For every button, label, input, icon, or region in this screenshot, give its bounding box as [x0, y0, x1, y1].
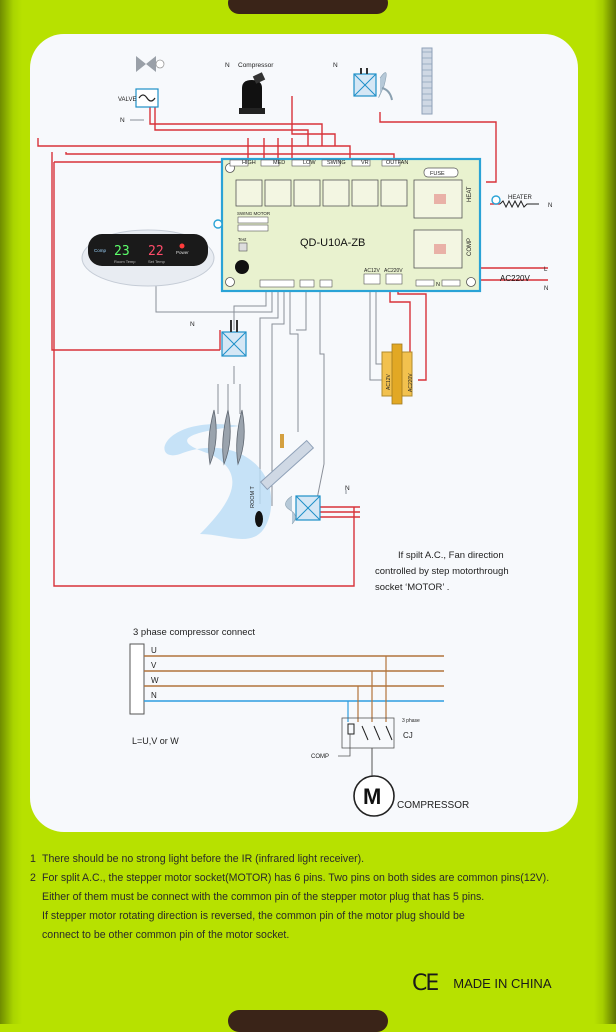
relay-terminals: [229, 159, 401, 167]
board-label-high: HIGH: [242, 160, 256, 166]
control-board: HIGH MED LOW SWING VR OUTFAN FUSE HEAT C…: [213, 157, 501, 293]
motor-letter: M: [363, 784, 381, 809]
comp-label: COMP: [467, 238, 473, 256]
note-2: 2 For split A.C., the stepper motor sock…: [30, 869, 600, 888]
phase-label-w: W: [151, 676, 159, 685]
valve-assembly: VALVE N: [118, 56, 165, 124]
note-1-number: 1: [30, 853, 36, 865]
board-label-outfan: OUTFAN: [386, 160, 408, 166]
fuse-label: FUSE: [430, 171, 445, 177]
transformer-ac12v-label: AC12V: [386, 373, 392, 390]
airflow-arrow: [164, 424, 272, 539]
board-ac220v-label: AC220V: [384, 268, 403, 274]
mains-n-label: N: [544, 286, 548, 292]
indoor-fan-motor: N: [190, 320, 247, 357]
test-label: Test: [238, 237, 247, 242]
remote-set-temp: 22: [148, 244, 164, 259]
evaporator-coil: [259, 439, 315, 491]
note-2-line-1: For split A.C., the stepper motor socket…: [42, 872, 550, 884]
box-hang-slot-top: [228, 0, 388, 14]
valve-n-label: N: [120, 117, 125, 124]
swing-louvers: [208, 409, 245, 466]
box-edge-left: [0, 0, 22, 1024]
outdoor-fan-motor: N: [333, 62, 393, 101]
three-phase-title: 3 phase compressor connect: [133, 627, 255, 638]
grey-wires: [130, 119, 382, 506]
room-temp-sensor: ROOM T: [250, 434, 284, 527]
relay-row: [235, 179, 408, 207]
notes-block: 1 There should be no strong light before…: [30, 850, 600, 945]
note-1-text: There should be no strong light before t…: [42, 853, 365, 865]
ce-mark: CE: [412, 971, 439, 996]
remote-set-temp-label: Set Temp: [148, 259, 166, 264]
remote-room-temp: 23: [114, 244, 130, 259]
three-phase-diagram: 3 phase compressor connect U V W N 3 pha…: [129, 627, 469, 817]
compressor-top-label: Compressor: [238, 62, 274, 69]
valve-label: VALVE: [118, 97, 136, 103]
note-2-line-4: connect to be other common pin of the mo…: [42, 929, 290, 941]
footer: CE MADE IN CHINA: [412, 971, 552, 996]
swing-motor-label: SWING MOTOR: [237, 211, 271, 216]
room-t-label: ROOM T: [250, 485, 256, 508]
board-label-med: MED: [273, 160, 285, 166]
l-equals-label: L=U,V or W: [132, 736, 179, 746]
board-label-vr: VR: [361, 160, 369, 166]
remote-room-temp-label: Room Temp: [114, 259, 136, 264]
mains-l-label: L: [544, 267, 548, 273]
remote-display: Comp 23 22 Power Room Temp Set Temp: [81, 229, 215, 287]
split-note-line-2: controlled by step motorthrough: [375, 566, 509, 577]
board-label-swing: SWING: [327, 160, 346, 166]
transformer-ac220v-label: AC220V: [408, 373, 414, 392]
heater-n-label: N: [548, 203, 552, 209]
compressor-top: N Compressor: [225, 62, 274, 114]
note-1: 1 There should be no strong light before…: [30, 850, 600, 869]
board-model-label: QD-U10A-ZB: [300, 237, 365, 249]
transformer: AC12V AC220V: [381, 343, 414, 405]
note-2-line-2: Either of them must be connect with the …: [42, 891, 485, 903]
outfan-n-label: N: [333, 62, 338, 69]
red-wires: [37, 90, 548, 587]
box-edge-right: [594, 0, 616, 1024]
heat-label: HEAT: [467, 186, 473, 202]
wiring-diagram: VALVE N N Compressor N: [37, 47, 552, 817]
remote-comp-label: Comp: [94, 248, 107, 253]
cj-label: CJ: [403, 731, 413, 740]
phase-label-u: U: [151, 646, 157, 655]
comp-small-label: COMP: [311, 754, 329, 760]
compressor-label: COMPRESSOR: [397, 800, 469, 811]
box-hang-slot-bottom: [228, 1010, 388, 1032]
heater-element: HEATER N L N AC220V: [499, 195, 552, 292]
phase-label-n: N: [151, 691, 157, 700]
three-phase-small-label: 3 phase: [402, 718, 420, 724]
split-note-line-3: socket ‘MOTOR’ .: [375, 582, 449, 593]
split-note-line-1: If spilt A.C., Fan direction: [398, 550, 504, 561]
board-ac12v-label: AC12V: [364, 268, 381, 274]
note-2-line-3: If stepper motor rotating direction is r…: [42, 910, 465, 922]
indoor-fan-n-label: N: [190, 321, 195, 328]
wiring-diagram-panel: VALVE N N Compressor N: [30, 34, 578, 832]
remote-power-label: Power: [176, 250, 189, 255]
board-label-low: LOW: [303, 160, 316, 166]
compressor-n-label: N: [225, 62, 230, 69]
condenser-coil: [421, 47, 433, 115]
mains-ac220v-label: AC220V: [500, 274, 530, 283]
note-2-number: 2: [30, 872, 36, 884]
made-in-label: MADE IN CHINA: [453, 976, 552, 991]
phase-label-v: V: [151, 661, 157, 670]
board-n-label: N: [436, 282, 440, 288]
step-motor-fan: N: [285, 485, 350, 525]
heater-label: HEATER: [508, 195, 533, 201]
step-motor-n-label: N: [345, 485, 350, 492]
